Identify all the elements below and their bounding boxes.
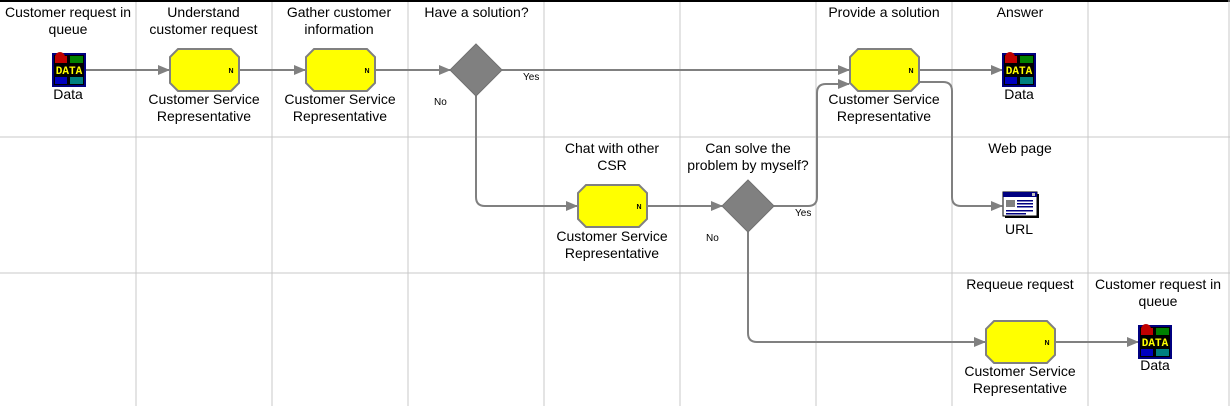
- role-label-chat: Customer Service Representative: [556, 228, 668, 261]
- activity-marker: N: [1044, 340, 1049, 347]
- title-customer-request-in-queue-end: Customer request in queue: [1094, 276, 1222, 309]
- role-label-provide: Customer Service Representative: [828, 91, 940, 124]
- title-chat-with-other-csr: Chat with other CSR: [564, 140, 660, 173]
- title-answer: Answer: [996, 4, 1044, 20]
- url-label-webpage: URL: [1004, 221, 1033, 237]
- title-can-solve-by-myself: Can solve the problem by myself?: [687, 140, 809, 173]
- activity-marker: N: [228, 68, 233, 75]
- webpage-icon: [1002, 191, 1039, 218]
- role-label-gather: Customer Service Representative: [284, 91, 396, 124]
- decision1-yes-label: Yes: [523, 72, 540, 83]
- activity-chat: N: [577, 184, 648, 228]
- connector-decision2-yes-to-provide: [774, 79, 850, 207]
- decision-have-solution: [449, 43, 503, 97]
- title-provide-a-solution: Provide a solution: [828, 4, 940, 20]
- data-icon: [1138, 324, 1172, 359]
- activity-marker: N: [364, 68, 369, 75]
- data-label-end: Data: [1140, 357, 1170, 373]
- activity-marker: N: [908, 68, 913, 75]
- data-icon: [1002, 52, 1036, 87]
- title-customer-request-in-queue: Customer request in queue: [4, 4, 132, 37]
- decision-solve-myself: [721, 179, 775, 233]
- decision2-no-label: No: [706, 233, 719, 244]
- role-label-understand: Customer Service Representative: [148, 91, 260, 124]
- decision1-no-label: No: [434, 97, 447, 108]
- data-label-answer: Data: [1004, 86, 1034, 102]
- decision2-yes-label: Yes: [795, 208, 812, 219]
- activity-provide: N: [849, 48, 920, 92]
- connector-decision1-no-to-chat: [475, 96, 578, 211]
- data-icon: [52, 52, 86, 87]
- activity-gather: N: [305, 48, 376, 92]
- role-label-requeue: Customer Service Representative: [964, 363, 1076, 396]
- title-requeue-request: Requeue request: [966, 276, 1074, 292]
- title-web-page: Web page: [988, 140, 1052, 156]
- connector-provide-to-webpage: [919, 81, 1003, 211]
- title-understand-customer-request: Understand customer request: [149, 4, 258, 37]
- connector-decision2-no-to-requeue: [747, 232, 986, 347]
- activity-marker: N: [636, 204, 641, 211]
- activity-requeue: N: [985, 320, 1056, 364]
- activity-understand: N: [169, 48, 240, 92]
- connectors: [86, 65, 1139, 347]
- title-gather-customer-information: Gather customer information: [286, 4, 392, 37]
- data-label-start: Data: [53, 86, 83, 102]
- title-have-a-solution: Have a solution?: [424, 4, 529, 20]
